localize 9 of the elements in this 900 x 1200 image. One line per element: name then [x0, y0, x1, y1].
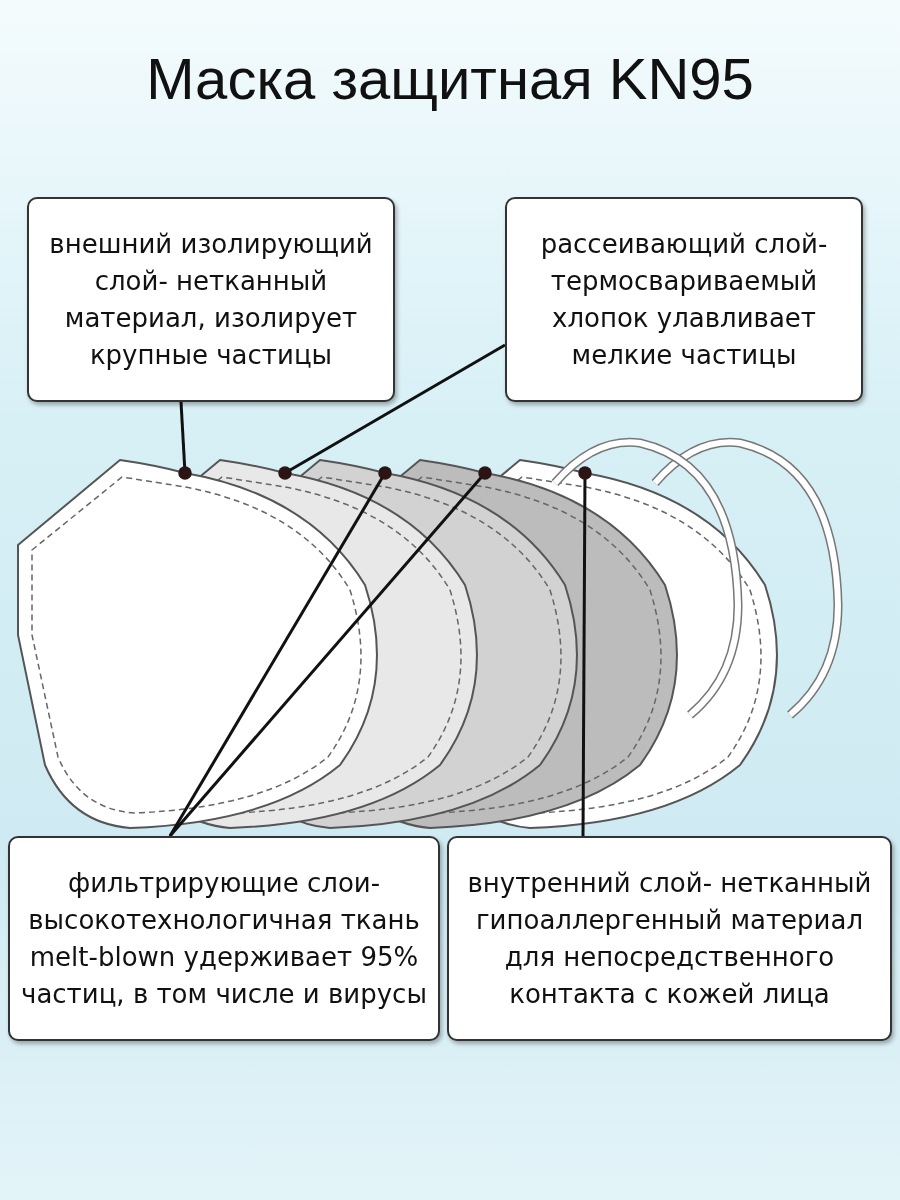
title: Маска защитная KN95	[145, 45, 755, 112]
callout-text: рассеивающий слой- термосвариваемый хлопок улавливает мелкие частицы	[539, 227, 829, 372]
leader-line	[168, 466, 492, 837]
callout-text: внутренний слой- нетканный гипоаллергенный материал для непосредственного контакта с кожей лица	[466, 866, 873, 1011]
leader-line	[278, 343, 506, 480]
leader-line	[178, 401, 192, 480]
callout-text: фильтрирующие слои- высокотехнологичная ткань melt-blown удерживает 95% частиц, в том числе и вирусы	[20, 866, 428, 1011]
leader-line	[578, 466, 592, 836]
callout-text: внешний изолирующий слой- нетканный материал, изолирует крупные частицы	[48, 227, 374, 372]
